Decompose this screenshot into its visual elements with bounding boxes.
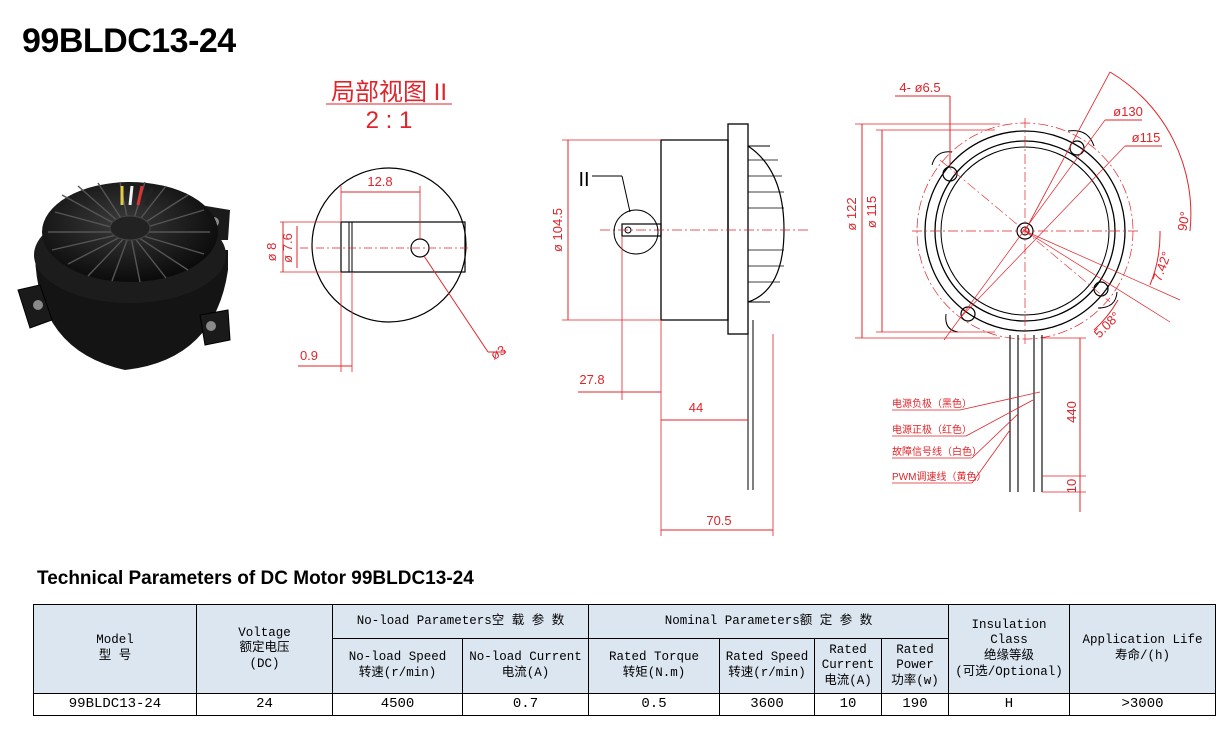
dim-angle-90: 90° xyxy=(1174,210,1192,232)
cell-rated-torque: 0.5 xyxy=(588,693,720,716)
dim-shaft-length: 12.8 xyxy=(367,174,392,189)
dim-dia-122: ø 122 xyxy=(844,197,859,230)
cell-noload-current: 0.7 xyxy=(462,693,589,716)
dim-length-44: 44 xyxy=(689,400,703,415)
dim-lead-length: 440 xyxy=(1064,401,1079,423)
cell-insulation: H xyxy=(948,693,1070,716)
cell-rated-speed: 3600 xyxy=(719,693,815,716)
dim-lead-strip: 10 xyxy=(1064,479,1079,493)
wire-label-yellow: PWM调速线（黄色） xyxy=(892,470,986,483)
cell-rated-power: 190 xyxy=(881,693,949,716)
dim-dia-115-side: ø 115 xyxy=(864,196,879,228)
dim-angle-5-08: 5.08° xyxy=(1091,309,1123,341)
header-nominal-group: Nominal Parameters额 定 参 数 xyxy=(588,604,949,639)
dim-dia-130: ø130 xyxy=(1113,104,1143,119)
dim-dia-104-5: ø 104.5 xyxy=(550,208,565,252)
wire-label-white: 故障信号线（白色） xyxy=(892,445,982,458)
wire-label-black: 电源负极（黑色） xyxy=(892,397,972,410)
dim-offset: 0.9 xyxy=(300,348,318,363)
dim-length-27-8: 27.8 xyxy=(579,372,604,387)
dim-dia-115-top: ø115 xyxy=(1132,130,1161,145)
dim-dia-7-6: ø 7.6 xyxy=(280,233,295,263)
technical-drawing: 局部视图 II 2 : 1 12.8 ø 8 ø 7.6 0.9 ø3 xyxy=(17,71,1193,536)
dim-holes: 4- ø6.5 xyxy=(899,80,940,95)
cell-life: >3000 xyxy=(1069,693,1216,716)
wire-label-red: 电源正极（红色） xyxy=(892,423,972,436)
cell-rated-current: 10 xyxy=(814,693,882,716)
side-view: II ø 104.5 27.8 44 70.5 xyxy=(550,123,808,536)
dim-length-70-5: 70.5 xyxy=(706,513,731,528)
detail-view-scale: 2 : 1 xyxy=(366,107,413,134)
cell-voltage: 24 xyxy=(196,693,333,716)
page-title: 99BLDC13-24 xyxy=(22,22,236,60)
header-noload-group: No-load Parameters空 载 参 数 xyxy=(332,604,589,639)
dim-angle-7-42: 7.42° xyxy=(1150,250,1175,284)
table-row: 99BLDC13-24 24 4500 0.7 0.5 3600 10 190 … xyxy=(33,693,1216,716)
dim-hole: ø3 xyxy=(488,342,509,363)
detail-view: 局部视图 II 2 : 1 12.8 ø 8 ø 7.6 0.9 ø3 xyxy=(264,79,509,372)
cell-model: 99BLDC13-24 xyxy=(33,693,197,716)
front-view: 4- ø6.5 ø130 ø115 ø 122 ø 115 90° 7.42° … xyxy=(844,71,1193,512)
table-title: Technical Parameters of DC Motor 99BLDC1… xyxy=(37,568,474,589)
dim-dia-8: ø 8 xyxy=(264,243,279,262)
detail-view-title: 局部视图 II xyxy=(331,79,447,106)
motor-photo xyxy=(17,181,231,370)
detail-marker: II xyxy=(578,169,589,191)
cell-noload-speed: 4500 xyxy=(332,693,463,716)
